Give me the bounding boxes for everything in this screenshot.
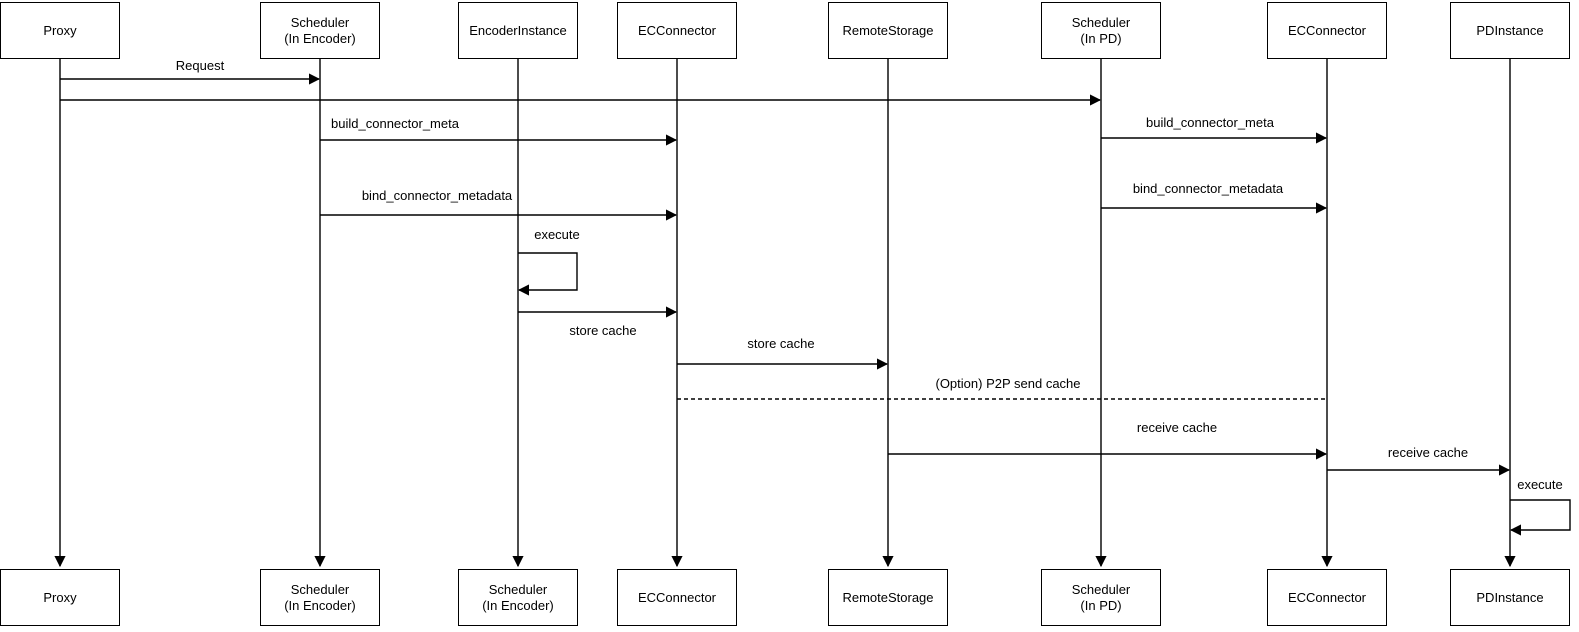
actor-top-box-scheduler-pd: Scheduler (In PD) bbox=[1041, 2, 1161, 59]
actor-bottom-box-pd-instance: PDInstance bbox=[1450, 569, 1570, 626]
actor-label: RemoteStorage bbox=[842, 22, 934, 38]
actor-top-box-scheduler-encoder: Scheduler (In Encoder) bbox=[260, 2, 380, 59]
message-label-store-cache: store cache bbox=[567, 323, 639, 339]
actor-bottom-box-remote-storage: RemoteStorage bbox=[828, 569, 948, 626]
actor-label: EncoderInstance bbox=[469, 22, 567, 38]
actor-top-box-ec-connector-pd: ECConnector bbox=[1267, 2, 1387, 59]
message-label-receive-cache: receive cache bbox=[1134, 420, 1220, 436]
actor-bottom-box-ec-connector-pd: ECConnector bbox=[1267, 569, 1387, 626]
actor-bottom-box-encoder-instance: Scheduler (In Encoder) bbox=[458, 569, 578, 626]
actor-top-box-ec-connector-encoder: ECConnector bbox=[617, 2, 737, 59]
actor-label: Scheduler (In Encoder) bbox=[284, 581, 356, 613]
actor-bottom-box-proxy: Proxy bbox=[0, 569, 120, 626]
message-6-execute-self-loop bbox=[517, 252, 578, 296]
actor-label: ECConnector bbox=[1287, 22, 1367, 38]
actor-bottom-box-scheduler-encoder: Scheduler (In Encoder) bbox=[260, 569, 380, 626]
actor-bottom-box-scheduler-pd: Scheduler (In PD) bbox=[1041, 569, 1161, 626]
actor-label: Scheduler (In Encoder) bbox=[482, 581, 554, 613]
message-label-execute: execute bbox=[1515, 477, 1565, 493]
message-label-build-connector-meta: build_connector_meta bbox=[329, 116, 461, 132]
message-12-execute-self-loop bbox=[1509, 499, 1571, 536]
actor-label: Proxy bbox=[43, 589, 77, 605]
actor-top-box-encoder-instance: EncoderInstance bbox=[458, 2, 578, 59]
actor-label: PDInstance bbox=[1476, 22, 1544, 38]
actor-bottom-box-ec-connector-encoder: ECConnector bbox=[617, 569, 737, 626]
actor-top-box-proxy: Proxy bbox=[0, 2, 120, 59]
actor-label: ECConnector bbox=[1287, 589, 1367, 605]
message-label-build-connector-meta: build_connector_meta bbox=[1144, 115, 1276, 131]
actor-label: Proxy bbox=[43, 22, 77, 38]
actor-label: ECConnector bbox=[637, 589, 717, 605]
message-label-store-cache: store cache bbox=[745, 336, 817, 352]
message-label-request: Request bbox=[173, 58, 227, 74]
actor-label: PDInstance bbox=[1476, 589, 1544, 605]
message-label-bind-connector-metadata: bind_connector_metadata bbox=[1130, 181, 1286, 197]
actor-label: Scheduler (In PD) bbox=[1071, 14, 1131, 46]
actor-top-box-remote-storage: RemoteStorage bbox=[828, 2, 948, 59]
actor-label: Scheduler (In PD) bbox=[1071, 581, 1131, 613]
message-label-option-p2p-send-cache: (Option) P2P send cache bbox=[933, 376, 1083, 392]
actor-label: RemoteStorage bbox=[842, 589, 934, 605]
actor-label: ECConnector bbox=[637, 22, 717, 38]
actor-top-box-pd-instance: PDInstance bbox=[1450, 2, 1570, 59]
message-label-receive-cache: receive cache bbox=[1385, 445, 1471, 461]
message-label-execute: execute bbox=[532, 227, 582, 243]
actor-label: Scheduler (In Encoder) bbox=[284, 14, 356, 46]
message-label-bind-connector-metadata: bind_connector_metadata bbox=[359, 188, 515, 204]
